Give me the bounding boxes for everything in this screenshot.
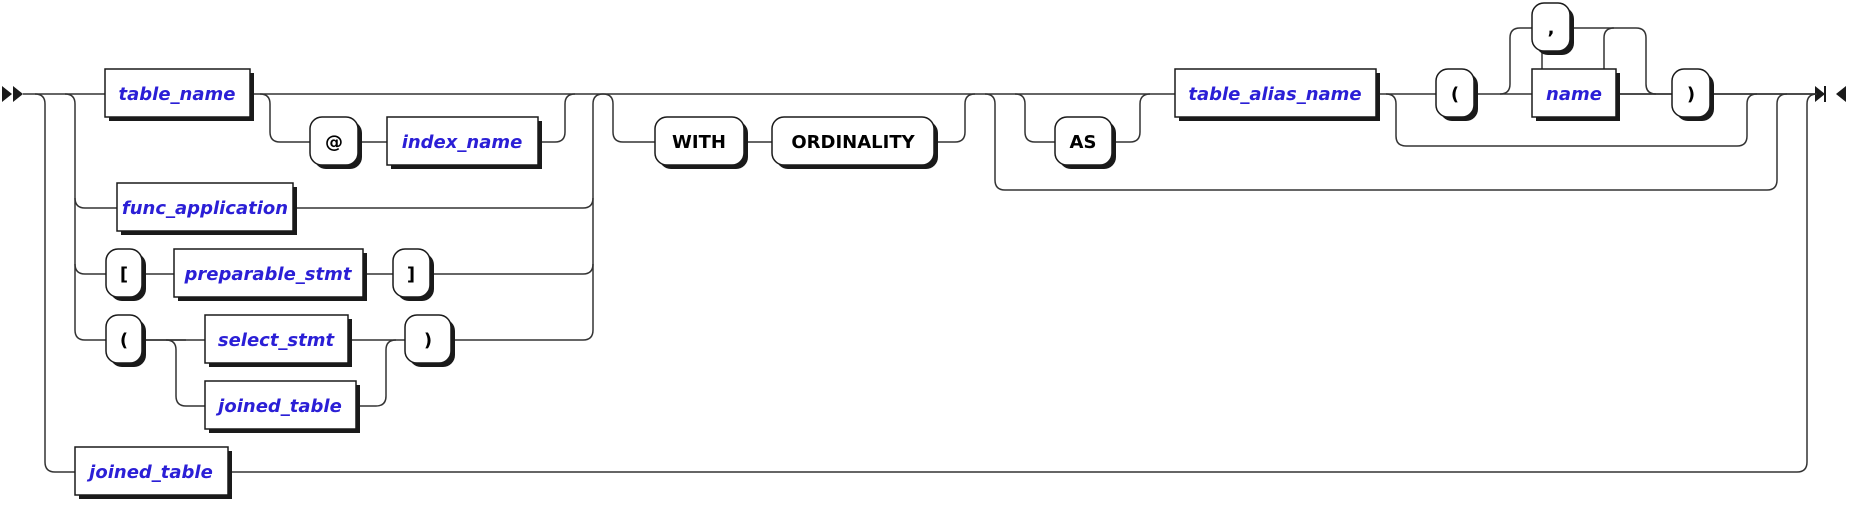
svg-text:@: @ (325, 132, 343, 153)
svg-text:select_stmt: select_stmt (218, 330, 336, 351)
svg-text:func_application: func_application (122, 198, 288, 219)
terminal-with: WITH (654, 116, 748, 169)
terminal-lparen-alias: ( (1435, 68, 1478, 121)
nonterminal-preparable-stmt: preparable_stmt (173, 248, 367, 301)
nonterminal-joined-table-outer: joined_table (74, 446, 232, 499)
terminal-rparen-alias: ) (1671, 68, 1714, 121)
nonterminal-select-stmt: select_stmt (204, 314, 352, 367)
svg-text:AS: AS (1070, 132, 1097, 153)
terminal-rparen-select: ) (404, 314, 455, 367)
svg-text:[: [ (120, 264, 128, 285)
svg-text:joined_table: joined_table (86, 462, 213, 483)
nonterminal-table-alias-name: table_alias_name (1174, 68, 1380, 121)
terminal-at: @ (309, 116, 362, 169)
svg-text:table_alias_name: table_alias_name (1188, 84, 1361, 105)
terminal-ordinality: ORDINALITY (771, 116, 938, 169)
svg-text:ORDINALITY: ORDINALITY (791, 132, 915, 153)
end-marker (1815, 86, 1846, 102)
svg-text:index_name: index_name (402, 132, 523, 153)
nonterminal-func-application: func_application (116, 182, 297, 235)
svg-text:,: , (1548, 18, 1555, 39)
start-marker (2, 86, 23, 102)
svg-text:WITH: WITH (672, 132, 726, 153)
nonterminal-joined-table-inner: joined_table (204, 380, 360, 433)
svg-text:(: ( (120, 330, 128, 351)
svg-text:(: ( (1451, 84, 1459, 105)
svg-text:name: name (1546, 84, 1602, 105)
svg-text:): ) (1687, 84, 1695, 105)
svg-text:): ) (424, 330, 432, 351)
terminal-lbracket: [ (105, 248, 146, 301)
svg-text:preparable_stmt: preparable_stmt (184, 264, 353, 285)
svg-text:joined_table: joined_table (215, 396, 342, 417)
nonterminal-name: name (1531, 68, 1620, 121)
nonterminal-table-name: table_name (104, 68, 254, 121)
terminal-comma: , (1531, 2, 1574, 55)
svg-text:table_name: table_name (119, 84, 236, 105)
nonterminal-index-name: index_name (386, 116, 542, 169)
terminal-lparen-select: ( (105, 314, 146, 367)
svg-text:]: ] (407, 264, 415, 285)
terminal-as: AS (1054, 116, 1116, 169)
rail-lines (23, 27, 1818, 473)
terminal-rbracket: ] (392, 248, 434, 301)
